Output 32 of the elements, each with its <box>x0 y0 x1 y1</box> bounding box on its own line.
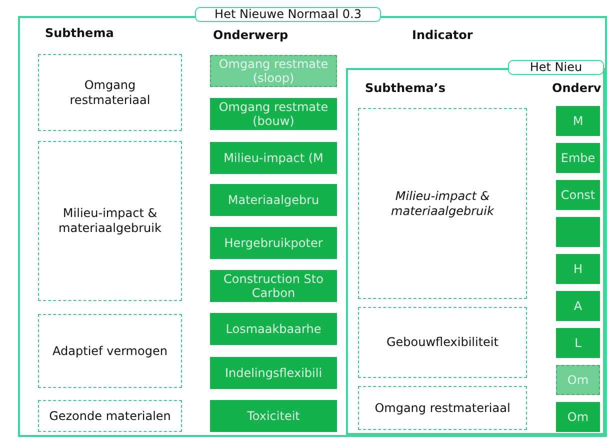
frame-title: Het Nieuwe Normaal 0.3 <box>195 7 381 22</box>
subtheme-box: Milieu-impact & materiaalgebruik <box>38 141 182 301</box>
topic-box: Omgang restmate (sloop) <box>210 55 337 87</box>
topic-box: Hergebruikpoter <box>210 227 337 259</box>
subtheme-box: Omgang restmateriaal <box>38 54 182 131</box>
topic-box: Om <box>556 402 600 432</box>
subtheme-box: Gezonde materialen <box>38 400 182 432</box>
topic-box: L <box>556 328 600 358</box>
topic-box: Const <box>556 180 600 210</box>
column-heading: Subthema <box>45 26 114 40</box>
topic-box: Toxiciteit <box>210 400 337 432</box>
topic-box: H <box>556 254 600 284</box>
topic-box: Embe <box>556 143 600 173</box>
topic-box: M <box>556 106 600 136</box>
column-heading: Onderv <box>552 81 602 95</box>
topic-box: Milieu-impact (M <box>210 142 337 174</box>
topic-box: A <box>556 291 600 321</box>
column-heading: Onderwerp <box>213 28 288 42</box>
subtheme-box: Omgang restmateriaal <box>358 386 527 430</box>
subtheme-box: Adaptief vermogen <box>38 314 182 388</box>
subtheme-box: Gebouwflexibiliteit <box>358 307 527 378</box>
topic-box: Losmaakbaarhe <box>210 313 337 345</box>
column-heading: Indicator <box>412 28 473 42</box>
subtheme-box: Milieu-impact & materiaalgebruik <box>358 108 527 299</box>
topic-box: Indelingsflexibili <box>210 357 337 389</box>
topic-box: Materiaalgebru <box>210 184 337 216</box>
topic-box: Om <box>556 365 600 395</box>
topic-box <box>556 217 600 247</box>
column-heading: Subthema’s <box>365 81 446 95</box>
topic-box: Omgang restmate (bouw) <box>210 98 337 130</box>
topic-box: Construction Sto Carbon <box>210 270 337 302</box>
frame-title: Het Nieu <box>508 60 604 75</box>
